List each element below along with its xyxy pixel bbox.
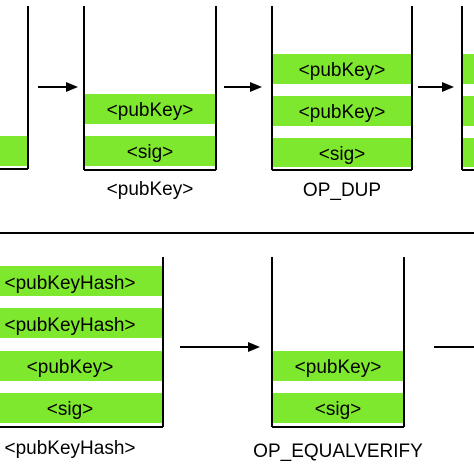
stack-item: <sig>	[319, 144, 365, 165]
transition-arrow	[418, 82, 454, 92]
stack-caption: OP_DUP	[303, 180, 381, 201]
stack-3: <pubKey> <pubKey> <sig> OP_DUP	[271, 6, 413, 201]
stack-item: <pubKeyHash>	[5, 315, 136, 336]
transition-arrow	[180, 342, 260, 352]
stack-cell	[0, 393, 162, 423]
arrow-head	[66, 82, 78, 92]
stack-item: <pubKey>	[27, 357, 114, 378]
stack-item: <sig>	[315, 399, 361, 420]
stack-cell	[273, 351, 403, 381]
stack-6: <pubKey> <sig> OP_EQUALVERIFY	[253, 257, 423, 462]
stack-cell	[463, 138, 474, 167]
stack-item: <sig>	[127, 142, 173, 163]
stack-1	[0, 6, 29, 170]
transition-arrow	[38, 82, 78, 92]
stack-cell	[0, 136, 28, 166]
stack-cell	[0, 351, 162, 381]
stack-cell	[463, 96, 474, 126]
stack-item: <pubKey>	[107, 100, 194, 121]
stack-item: <pubKeyHash>	[5, 273, 136, 294]
stack-item: <sig>	[47, 399, 93, 420]
stack-item: <pubKey>	[299, 102, 386, 123]
transition-arrow	[224, 82, 262, 92]
stack-5: <pubKeyHash> <pubKeyHash> <pubKey> <sig>…	[0, 257, 164, 459]
arrow-head	[442, 82, 454, 92]
stack-caption: <pubKey>	[107, 179, 194, 200]
stack-cell	[273, 138, 411, 167]
stack-caption: <pubKeyHash>	[5, 438, 136, 459]
stack-cell	[85, 136, 215, 166]
stack-cell	[85, 94, 215, 124]
stack-cell	[463, 54, 474, 84]
stack-cell	[0, 266, 162, 296]
stack-cell	[273, 54, 411, 84]
stack-cell	[273, 96, 411, 126]
stack-cell	[273, 393, 403, 423]
stack-item: <pubKey>	[299, 60, 386, 81]
arrow-head	[250, 82, 262, 92]
stack-cell	[0, 308, 162, 338]
arrow-head	[248, 342, 260, 352]
stack-2: <pubKey> <sig> <pubKey>	[83, 6, 217, 200]
stack-item: <pubKey>	[295, 357, 382, 378]
stack-4	[461, 6, 474, 171]
stack-caption: OP_EQUALVERIFY	[253, 441, 423, 462]
